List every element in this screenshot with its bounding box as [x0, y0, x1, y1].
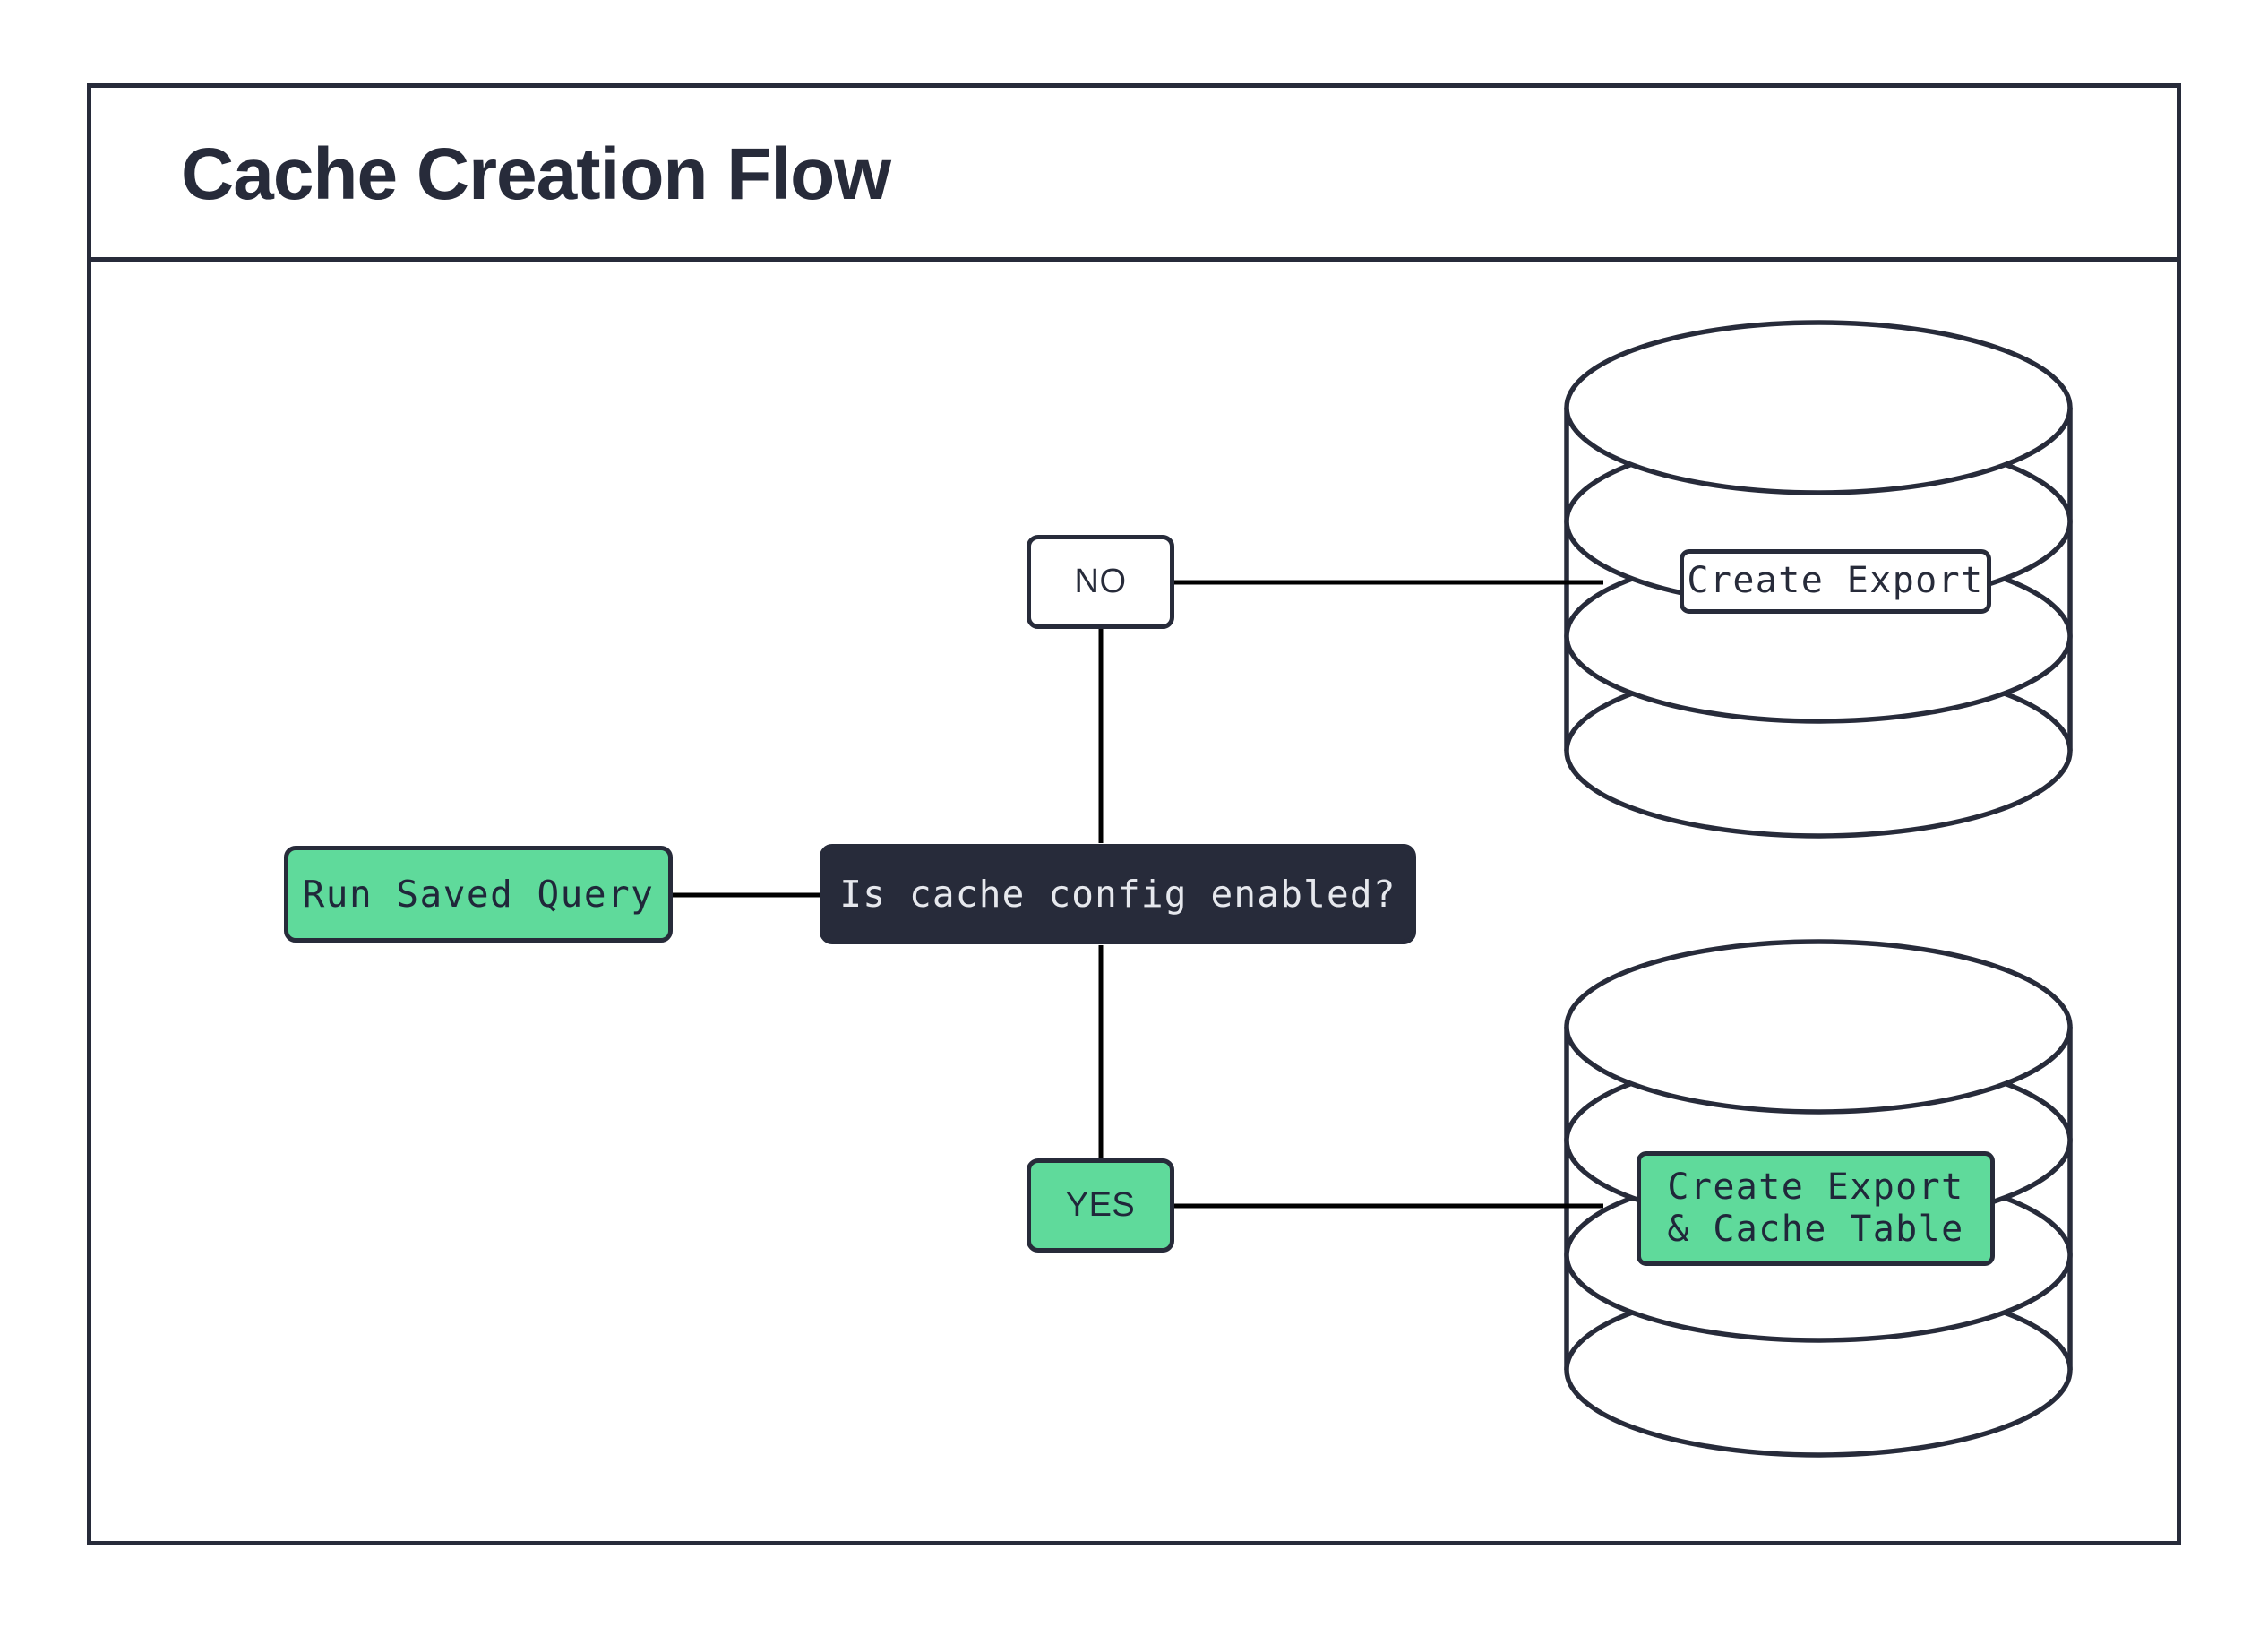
page-title: Cache Creation Flow	[181, 133, 891, 215]
cylinder-label-create-export[interactable]: Create Export	[1680, 549, 1991, 614]
node-branch-yes[interactable]: YES	[1027, 1158, 1174, 1253]
node-branch-no[interactable]: NO	[1027, 535, 1174, 629]
node-decision-is-cache-config-enabled[interactable]: Is cache config enabled?	[820, 844, 1416, 944]
cylinder-label-line-1: Create Export	[1667, 1166, 1964, 1208]
diagram-title-bar	[91, 88, 2177, 262]
cylinder-label-line-2: & Cache Table	[1667, 1209, 1964, 1250]
diagram-frame: Cache Creation Flow	[87, 83, 2181, 1545]
node-run-saved-query[interactable]: Run Saved Query	[284, 846, 673, 943]
cylinder-label-create-export-cache-table[interactable]: Create Export & Cache Table	[1637, 1151, 1995, 1266]
